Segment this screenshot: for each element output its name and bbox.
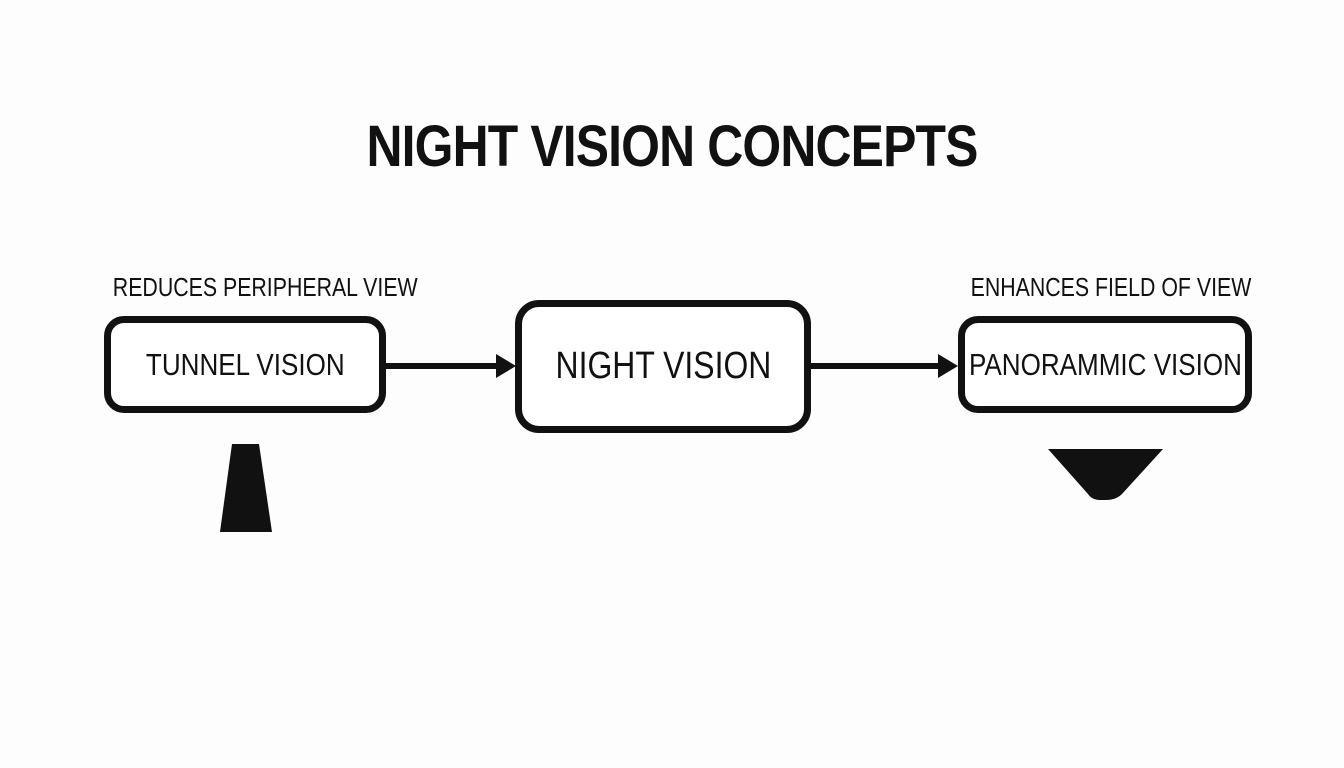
tunnel-vision-node: TUNNEL VISION — [104, 316, 386, 413]
narrow-cone-icon — [220, 444, 272, 532]
diagram-title: NIGHT VISION CONCEPTS — [366, 114, 978, 179]
arrow-head-icon — [938, 354, 958, 378]
panoramic-vision-node: PANORAMMIC VISION — [958, 316, 1252, 413]
panoramic-vision-label: PANORAMMIC VISION — [968, 346, 1242, 382]
tunnel-vision-label: TUNNEL VISION — [145, 346, 345, 382]
arrow-head-icon — [496, 354, 516, 378]
night-vision-node: NIGHT VISION — [515, 300, 811, 433]
arrow-tunnel-to-night — [386, 354, 516, 378]
night-vision-label: NIGHT VISION — [555, 345, 771, 387]
wide-cone-icon — [1048, 449, 1163, 500]
panoramic-vision-note: ENHANCES FIELD OF VIEW — [970, 272, 1252, 302]
tunnel-vision-note: REDUCES PERIPHERAL VIEW — [112, 272, 418, 302]
arrow-night-to-panoramic — [811, 354, 958, 378]
